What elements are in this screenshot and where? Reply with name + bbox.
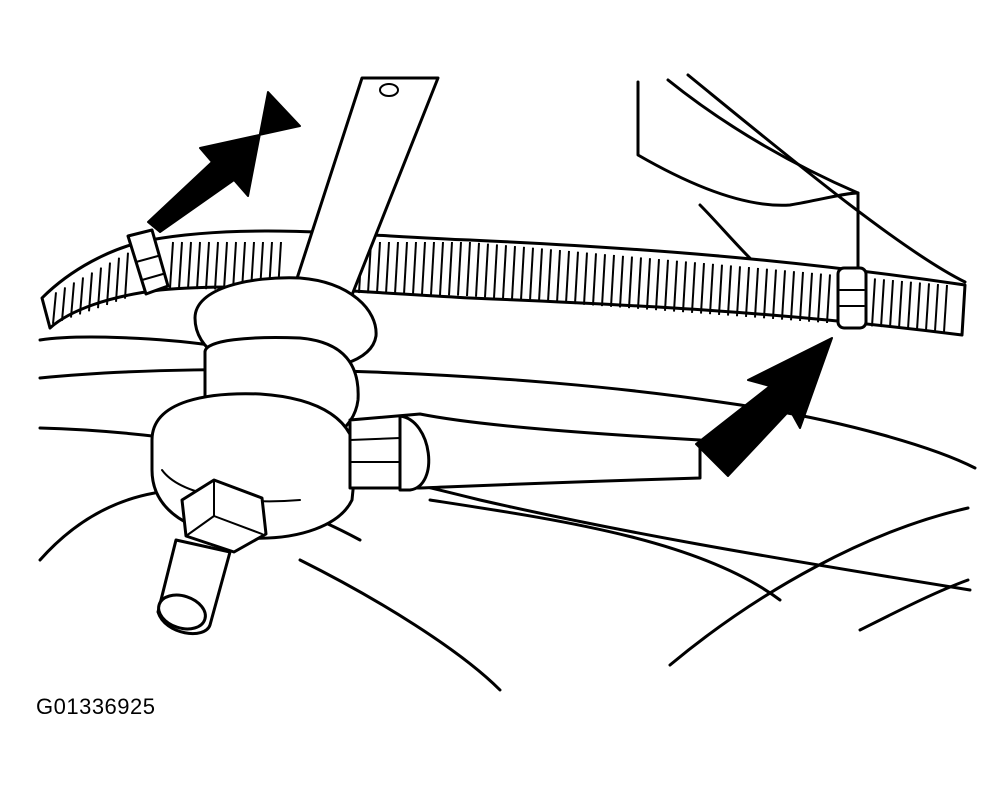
harness-rib	[439, 241, 444, 296]
hex-nut-and-stud	[156, 478, 268, 635]
harness-rib	[700, 263, 705, 314]
harness-rib	[610, 254, 615, 307]
harness-rib	[736, 266, 741, 317]
harness-rib	[169, 241, 174, 289]
harness-rib	[547, 249, 552, 303]
harness-rib	[403, 241, 408, 295]
harness-rib	[637, 257, 642, 309]
harness-rib	[205, 241, 210, 290]
harness-rib	[79, 277, 84, 315]
harness-rib	[727, 265, 732, 316]
harness-rib	[583, 252, 588, 305]
harness-rib	[907, 281, 912, 330]
harness-rib	[619, 255, 624, 308]
tie-rod	[348, 412, 702, 492]
harness-rib	[178, 241, 183, 289]
harness-rib	[934, 284, 939, 332]
harness-rib	[124, 252, 129, 299]
harness-rib	[214, 241, 219, 290]
harness-rib	[925, 283, 930, 331]
figure-code: G01336925	[36, 694, 156, 719]
harness-rib	[538, 248, 543, 302]
harness-rib	[781, 270, 786, 320]
harness-rib	[466, 241, 471, 297]
harness-rib	[691, 262, 696, 313]
harness-rib	[196, 241, 201, 290]
harness-rib	[187, 241, 192, 289]
harness-rib	[664, 259, 669, 311]
harness-rib	[808, 272, 813, 322]
harness-rib	[898, 280, 903, 329]
harness-rib	[817, 273, 822, 323]
harness-rib	[511, 245, 516, 300]
harness-rib	[772, 269, 777, 320]
harness-rib	[673, 260, 678, 312]
harness-clip-left	[126, 228, 170, 296]
harness-rib	[232, 241, 237, 290]
pointer-arrow-right	[695, 337, 833, 477]
harness-rib	[223, 241, 228, 290]
harness-rib	[880, 279, 885, 328]
harness-rib	[646, 258, 651, 310]
harness-rib	[709, 263, 714, 315]
wiring-harness	[40, 229, 967, 337]
harness-rib	[430, 241, 435, 295]
harness-rib	[916, 282, 921, 330]
harness-rib	[52, 292, 57, 324]
harness-rib	[529, 247, 534, 301]
harness-rib	[799, 271, 804, 322]
harness-ribs	[52, 241, 948, 332]
harness-rib	[682, 261, 687, 313]
harness-rib	[484, 243, 489, 298]
harness-rib	[475, 242, 480, 297]
harness-rib	[520, 246, 525, 301]
harness-rib	[115, 257, 120, 302]
harness-rib	[763, 268, 768, 319]
harness-rib	[745, 267, 750, 317]
harness-rib	[565, 250, 570, 304]
harness-rib	[448, 241, 453, 296]
harness-rib	[394, 241, 399, 295]
harness-rib	[61, 287, 66, 321]
harness-rib	[97, 267, 102, 309]
harness-rib	[70, 282, 75, 318]
harness-rib	[592, 253, 597, 306]
harness-rib	[88, 272, 93, 312]
harness-rib	[655, 258, 660, 311]
harness-rib	[457, 241, 462, 296]
harness-rib	[601, 254, 606, 307]
harness-rib	[376, 241, 381, 294]
harness-rib	[385, 241, 390, 294]
harness-rib	[943, 284, 948, 332]
harness-rib	[790, 271, 795, 321]
harness-rib	[826, 274, 831, 324]
harness-rib	[106, 262, 111, 306]
harness-clip-right	[836, 266, 868, 330]
harness-rib	[718, 264, 723, 315]
pointer-arrow-left	[147, 91, 301, 233]
harness-rib	[502, 245, 507, 299]
harness-rib	[574, 251, 579, 305]
harness-rib	[493, 244, 498, 299]
harness-rib	[754, 267, 759, 318]
harness-rib	[421, 241, 426, 295]
harness-rib	[412, 241, 417, 295]
harness-rib	[628, 256, 633, 309]
harness-rib	[871, 278, 876, 327]
harness-rib	[889, 280, 894, 328]
harness-rib	[556, 250, 561, 303]
